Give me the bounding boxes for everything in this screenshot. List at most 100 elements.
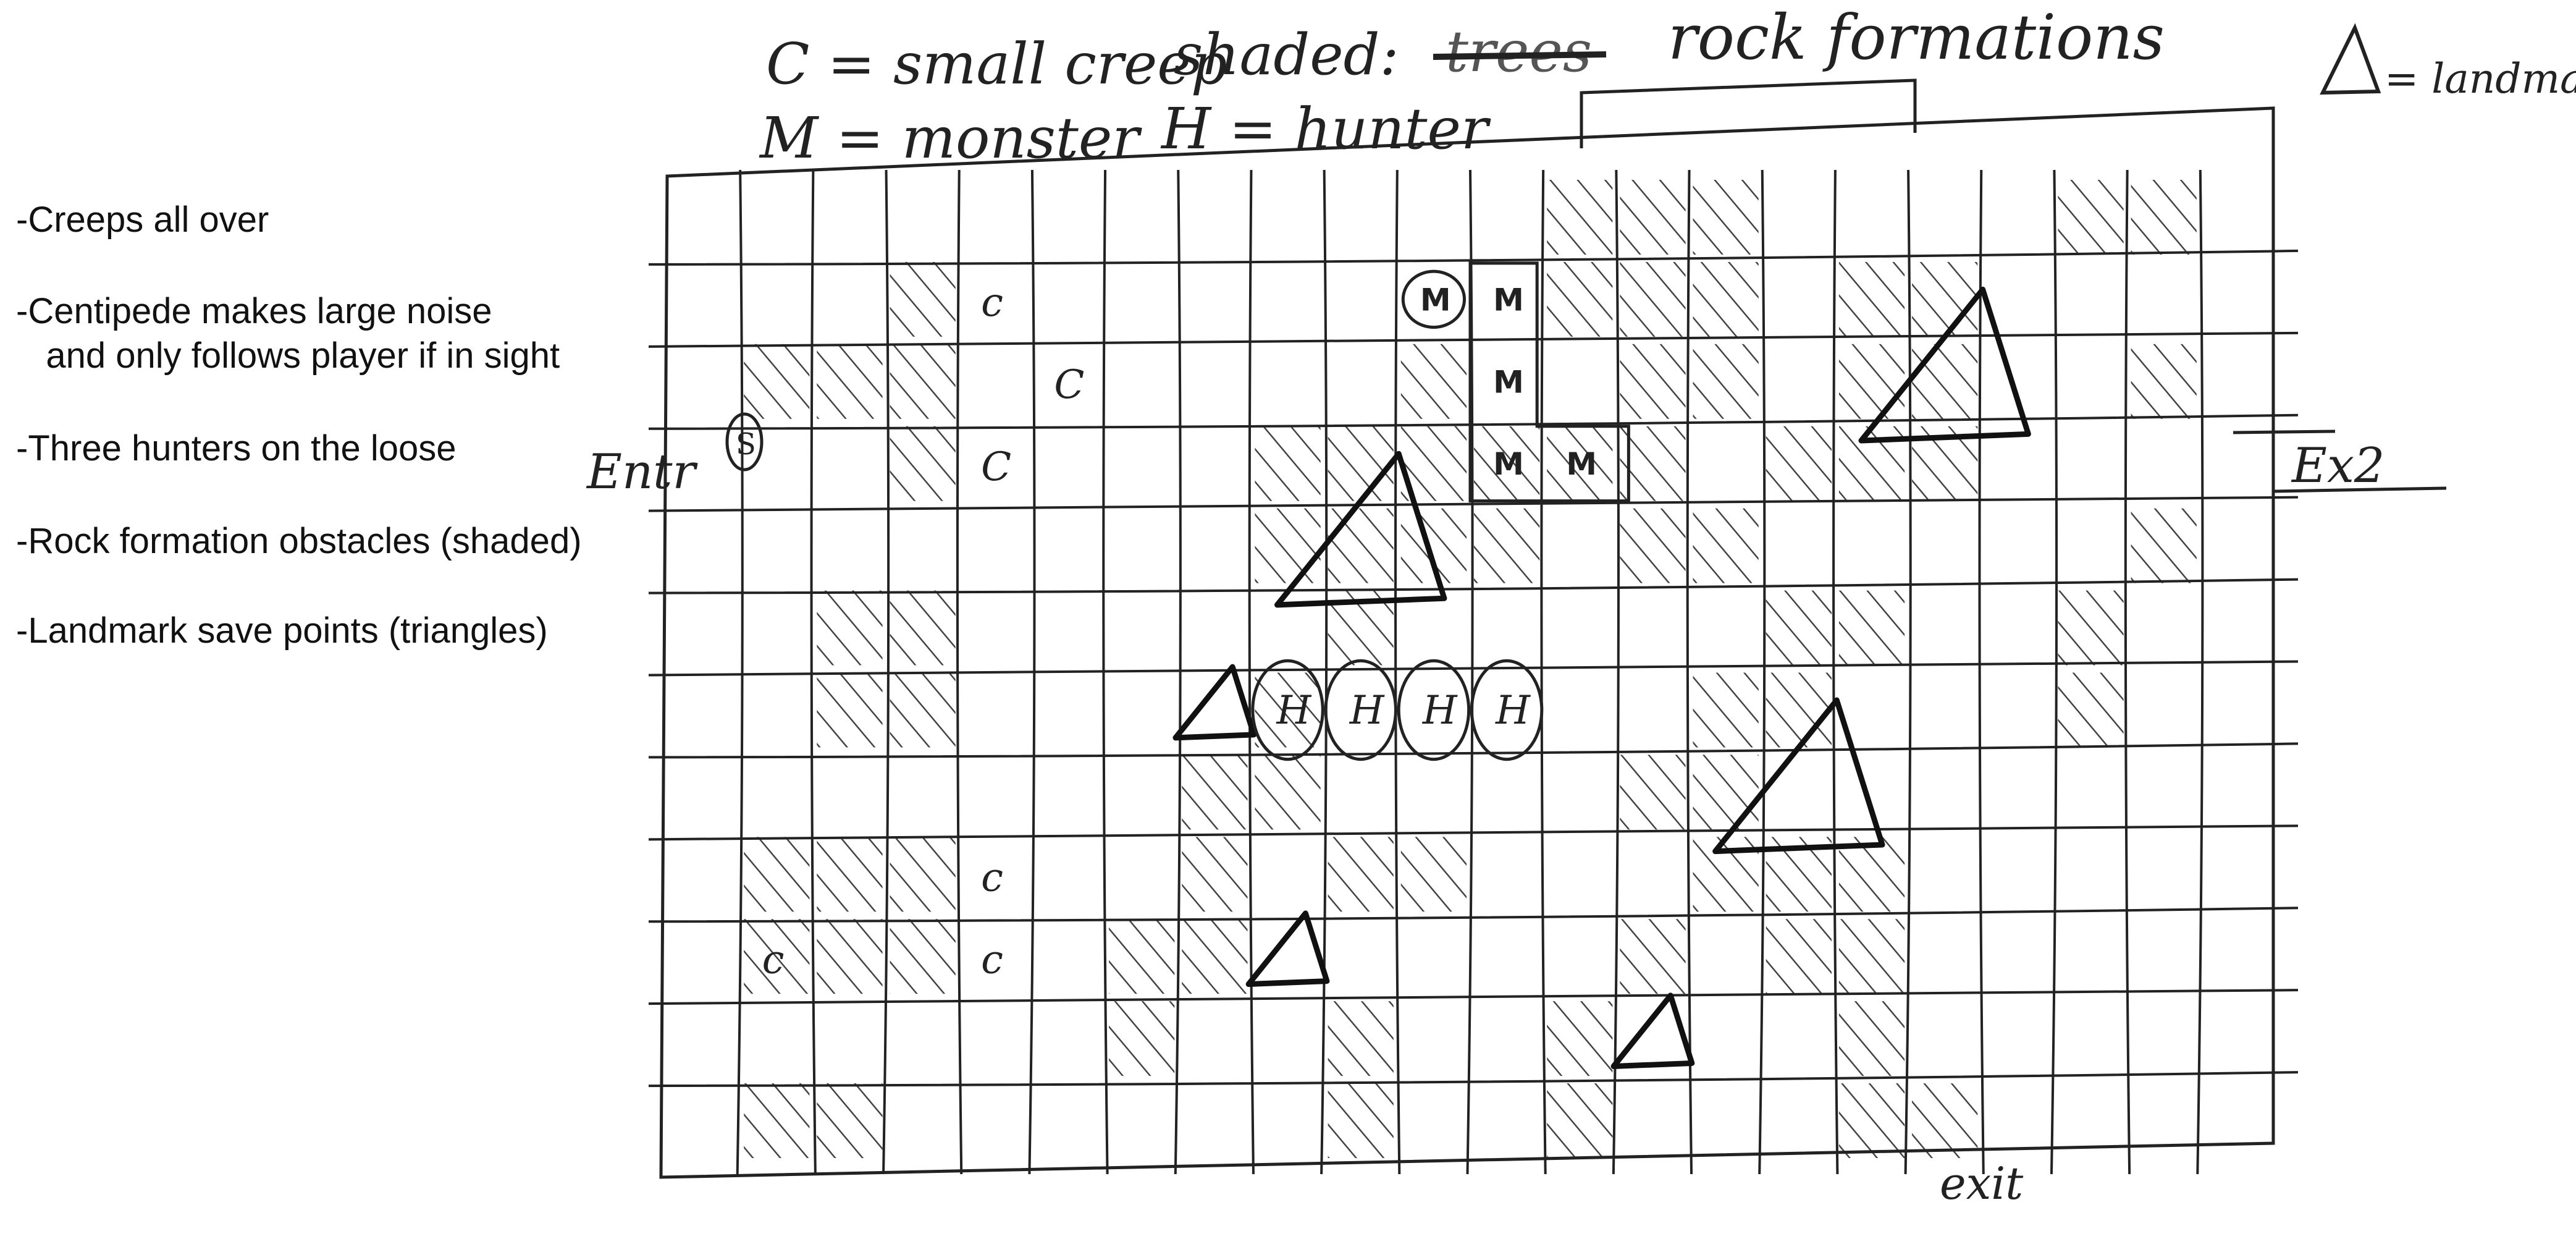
hunter-circle-icon — [1251, 659, 1324, 761]
monster-segment: M — [1493, 282, 1524, 318]
rock-formation-cell — [1109, 919, 1175, 994]
rock-formation-cell — [890, 261, 956, 337]
legend-landmark: = landmark — [2384, 55, 2576, 103]
exit-2-line-bottom — [2273, 486, 2447, 493]
rock-formation-cell — [1838, 919, 1905, 994]
rock-formation-cell — [1620, 180, 1686, 255]
rock-formation-cell — [1912, 344, 1978, 419]
grid-column-line — [1686, 169, 1693, 1175]
grid-column-line — [1832, 169, 1839, 1175]
landmark-icon — [1172, 664, 1257, 741]
legend: C = small creep shaded: trees rock forma… — [759, 1, 2576, 171]
rock-formation-cell — [1109, 1001, 1175, 1076]
rock-formation-cell — [1838, 261, 1905, 337]
legend-shaded-prefix: shaded: — [1174, 22, 1399, 88]
rock-formation-cell — [1255, 672, 1321, 748]
rock-formation-cell — [1838, 1001, 1905, 1076]
rock-formation-cell — [890, 672, 956, 748]
hunter-marker: H — [1276, 688, 1312, 734]
landmarks — [1172, 286, 2031, 1069]
rock-formation-cell — [1766, 426, 1832, 501]
grid-column-line — [1174, 169, 1182, 1175]
rock-formation-cell — [890, 590, 956, 666]
rock-formation-cell — [2131, 344, 2197, 419]
rock-formation-cell — [1328, 1083, 1394, 1158]
grid-column-line — [1904, 169, 1912, 1175]
legend-creep: C = small creep — [766, 31, 1227, 97]
monster-segment: M — [1493, 446, 1524, 482]
rock-formation-cell — [1693, 755, 1759, 830]
grid-column-line — [736, 169, 744, 1175]
note-hunters: -Three hunters on the loose — [16, 428, 457, 468]
rock-formation-cell — [890, 837, 956, 912]
grid-column-line — [1320, 169, 1328, 1175]
rock-formation-cell — [1620, 426, 1686, 501]
creep-marker: c — [981, 280, 1003, 326]
rock-formation-cell — [1766, 672, 1832, 748]
rock-formation-cell — [817, 344, 883, 419]
creep-marker: c — [762, 937, 785, 983]
map-outline — [659, 106, 2275, 1179]
exit-1-label: exit — [1940, 1157, 2024, 1209]
legend-hunter: H = hunter — [1160, 96, 1491, 162]
rock-formations — [744, 180, 2197, 1158]
grid-column-line — [1028, 169, 1036, 1175]
hunter-marker: H — [1422, 688, 1458, 734]
rock-formation-cell — [1838, 590, 1905, 666]
rock-formation-cell — [744, 344, 810, 419]
entrance-label: Entr — [586, 444, 699, 500]
grid-column-line — [956, 169, 963, 1175]
rock-formation-cell — [817, 1083, 883, 1158]
rock-formation-cell — [1255, 508, 1321, 583]
hunter-marker: H — [1349, 688, 1385, 734]
rock-formation-cell — [1328, 508, 1394, 583]
rock-formation-cell — [2131, 508, 2197, 583]
creep-marker: C — [1054, 362, 1084, 408]
rock-formation-cell — [1693, 508, 1759, 583]
legend-monster: M = monster — [759, 105, 1142, 171]
monster-segment: M — [1420, 282, 1451, 318]
rock-formation-cell — [1547, 426, 1613, 501]
entrance: Entr S — [586, 412, 764, 500]
rock-formation-cell — [890, 426, 956, 501]
hunter-marker: H — [1495, 688, 1531, 734]
creep-marker: c — [981, 937, 1003, 983]
rock-formation-cell — [1328, 1001, 1394, 1076]
rock-formation-cell — [1912, 261, 1978, 337]
landmark-legend-icon — [2320, 23, 2381, 95]
rock-formation-cell — [1693, 672, 1759, 748]
grid-column-line — [1758, 169, 1766, 1175]
rock-formation-cell — [2058, 590, 2124, 666]
legend-shaded-value: rock formations — [1668, 1, 2165, 74]
start-marker-icon — [725, 412, 764, 472]
landmark-icon — [1610, 992, 1695, 1069]
grid-column-line — [2050, 169, 2058, 1175]
landmark-icon — [1712, 697, 1885, 855]
rock-formation-cell — [1838, 344, 1905, 419]
rock-formation-cell — [1620, 508, 1686, 583]
exit-2-label: Ex2 — [2291, 438, 2385, 494]
grid-column-line — [1978, 169, 1985, 1175]
rock-formation-cell — [1182, 755, 1248, 830]
grid-row-line — [648, 742, 2299, 759]
rock-formation-cell — [1547, 1083, 1613, 1158]
rock-formation-cell — [744, 1083, 810, 1158]
rock-formation-cell — [1182, 837, 1248, 912]
rock-formation-cell — [817, 837, 883, 912]
creep-marker: c — [981, 855, 1003, 900]
rock-formation-cell — [744, 837, 810, 912]
exit-2: Ex2 — [2233, 429, 2447, 494]
rock-formation-cell — [1620, 919, 1686, 994]
landmark-icon — [1858, 286, 2031, 444]
landmark-icon — [1245, 910, 1330, 988]
rock-formation-cell — [1693, 180, 1759, 255]
rock-formation-cell — [1838, 1083, 1905, 1158]
grid-column-line — [1612, 169, 1620, 1175]
rock-formation-cell — [1912, 1083, 1978, 1158]
rock-formation-cell — [2131, 180, 2197, 255]
note-creeps: -Creeps all over — [16, 200, 269, 240]
rock-formation-cell — [1400, 344, 1467, 419]
monster-body-outline — [1468, 261, 1630, 503]
